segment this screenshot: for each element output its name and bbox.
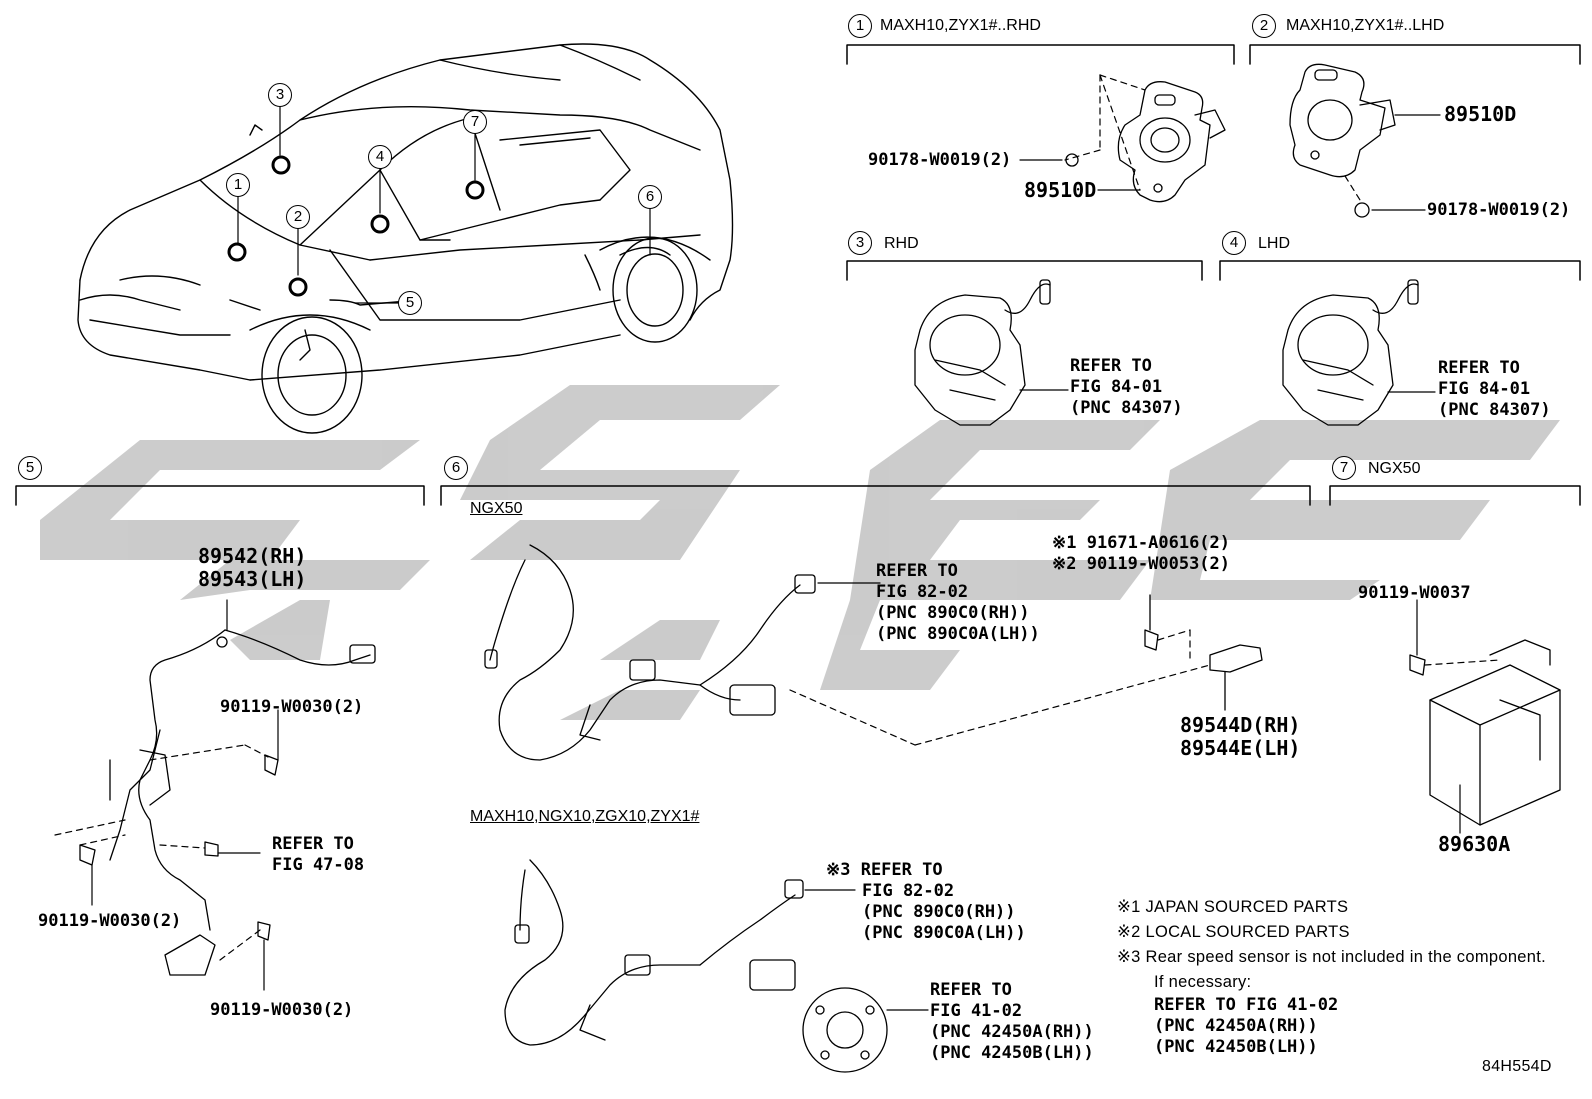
vehicle-callout-7: 7	[463, 110, 487, 134]
yaw-rate-sensor-rhd-drawing	[1117, 81, 1226, 203]
s6-ref-b-line-3: (PNC 890C0(RH))	[862, 902, 1016, 922]
s3-ref-line-3: (PNC 84307)	[1070, 398, 1183, 418]
section-2-title: MAXH10,ZYX1#..LHD	[1286, 17, 1445, 34]
s3-ref-line-2: FIG 84-01	[1070, 377, 1163, 397]
vehicle-callout-leaders	[237, 106, 651, 304]
vehicle-callout-3: 3	[268, 83, 292, 107]
s6-ref-a-line-2: FIG 82-02	[876, 582, 969, 602]
s1-dashed-leaders	[1064, 74, 1146, 191]
front-speed-sensor-drawing	[109, 599, 376, 976]
section-3-number: 3	[848, 231, 872, 255]
s6-ref-c-line-1: REFER TO	[930, 980, 1012, 1000]
s4-ref-line-2: FIG 84-01	[1438, 379, 1531, 399]
section-2-number: 2	[1252, 14, 1276, 38]
s6-ref-c-line-2: FIG 41-02	[930, 1001, 1023, 1021]
section-7-title: NGX50	[1368, 460, 1421, 477]
vehicle-illustration	[77, 43, 734, 434]
footnotes: ※1 JAPAN SOURCED PARTS ※2 LOCAL SOURCED …	[1117, 895, 1546, 1058]
figure-id: 84H554D	[1482, 1058, 1552, 1075]
s7-part-label: 89630A	[1438, 832, 1511, 856]
s6-ref-a-line-1: REFER TO	[876, 561, 958, 581]
s4-ref-line-1: REFER TO	[1438, 358, 1520, 378]
s6-ref-a-line-3: (PNC 890C0(RH))	[876, 603, 1030, 623]
s7-bolt-label: 90119-W0037	[1358, 583, 1471, 603]
s6-ref-c-line-4: (PNC 42450B(LH))	[930, 1043, 1094, 1063]
s6-bolt-japan: ※1 91671-A0616(2)	[1052, 533, 1231, 553]
ecu-module-drawing	[1409, 599, 1561, 834]
s6-ref-c-line-3: (PNC 42450A(RH))	[930, 1022, 1094, 1042]
section-7-number: 7	[1332, 456, 1356, 480]
s6-reference-a: REFER TO FIG 82-02 (PNC 890C0(RH)) (PNC …	[876, 561, 1040, 645]
s5-reference: REFER TO FIG 47-08	[272, 834, 364, 876]
s5-ref-line-1: REFER TO	[272, 834, 354, 854]
s5-part-rh: 89542(RH)	[198, 544, 307, 568]
s3-ref-line-1: REFER TO	[1070, 356, 1152, 376]
spiral-cable-rhd-drawing	[914, 279, 1069, 426]
s1-part-label: 89510D	[1024, 178, 1097, 202]
s2-bolt-label: 90178-W0019(2)	[1427, 200, 1571, 220]
s5-bolt-a-label: 90119-W0030(2)	[220, 697, 364, 717]
section-1-number: 1	[848, 14, 872, 38]
spiral-cable-lhd-drawing	[1282, 279, 1436, 426]
section-header-lines	[15, 44, 1581, 506]
section-1-title: MAXH10,ZYX1#..RHD	[880, 17, 1041, 34]
note-japan-sourced: ※1 JAPAN SOURCED PARTS	[1117, 898, 1349, 916]
section-4-number: 4	[1222, 231, 1246, 255]
vehicle-callout-2: 2	[286, 205, 310, 229]
rear-speed-sensor-harness-maxh10-drawing	[504, 859, 888, 1073]
s6-reference-b: ※3 REFER TO FIG 82-02 (PNC 890C0(RH)) (P…	[826, 860, 1026, 944]
note-rear-sensor: ※3 Rear speed sensor is not included in …	[1117, 948, 1547, 966]
note-local-sourced: ※2 LOCAL SOURCED PARTS	[1117, 923, 1350, 941]
rear-speed-sensor-harness-ngx50-drawing	[484, 544, 816, 761]
note-if-necessary: If necessary:	[1154, 973, 1252, 991]
wheel-speed-sensor-drawing	[1144, 594, 1263, 711]
s5-part-label: 89542(RH) 89543(LH)	[198, 545, 306, 591]
vehicle-callout-6: 6	[638, 185, 662, 209]
s3-reference: REFER TO FIG 84-01 (PNC 84307)	[1070, 356, 1183, 419]
s5-ref-line-2: FIG 47-08	[272, 855, 365, 875]
s6-ref-b-line-1: ※3 REFER TO	[826, 860, 943, 880]
s2-part-label: 89510D	[1444, 102, 1517, 126]
s4-reference: REFER TO FIG 84-01 (PNC 84307)	[1438, 358, 1551, 421]
s5-bolt-b-label: 90119-W0030(2)	[38, 911, 182, 931]
note-refer-fig: REFER TO FIG 41-02	[1154, 995, 1339, 1015]
s5-part-lh: 89543(LH)	[198, 567, 307, 591]
s6-bolt-label: ※1 91671-A0616(2) ※2 90119-W0053(2)	[1052, 533, 1230, 575]
section-6-number: 6	[444, 456, 468, 480]
note-pnc-lh: (PNC 42450B(LH))	[1154, 1037, 1318, 1057]
s6-reference-c: REFER TO FIG 41-02 (PNC 42450A(RH)) (PNC…	[930, 980, 1094, 1064]
vehicle-callout-1: 1	[226, 173, 250, 197]
s5-bolt-c-label: 90119-W0030(2)	[210, 1000, 354, 1020]
s6-ref-b-line-4: (PNC 890C0A(LH))	[862, 923, 1026, 943]
s6-bolt-local: ※2 90119-W0053(2)	[1052, 554, 1231, 574]
section-5-number: 5	[18, 456, 42, 480]
s6-ngx50-label: NGX50	[470, 500, 523, 517]
section-4-title: LHD	[1258, 235, 1291, 252]
s6-ref-a-line-4: (PNC 890C0A(LH))	[876, 624, 1040, 644]
s4-ref-line-3: (PNC 84307)	[1438, 400, 1551, 420]
vehicle-callout-4: 4	[368, 145, 392, 169]
s6-sensor-rh: 89544D(RH)	[1180, 713, 1301, 737]
s6-maxh-label: MAXH10,NGX10,ZGX10,ZYX1#	[470, 808, 700, 825]
vehicle-callout-5: 5	[398, 291, 422, 315]
s6-sensor-label: 89544D(RH) 89544E(LH)	[1180, 714, 1300, 760]
watermark-logo	[40, 385, 1560, 720]
yaw-rate-sensor-lhd-drawing	[1289, 63, 1396, 178]
s6-ref-b-line-2: FIG 82-02	[862, 881, 955, 901]
vehicle-location-dots	[227, 155, 485, 297]
s6-sensor-lh: 89544E(LH)	[1180, 736, 1301, 760]
s1-bolt-label: 90178-W0019(2)	[868, 150, 1012, 170]
note-pnc-rh: (PNC 42450A(RH))	[1154, 1016, 1318, 1036]
s5-dashed-leaders	[54, 744, 269, 961]
section-3-title: RHD	[884, 235, 919, 252]
